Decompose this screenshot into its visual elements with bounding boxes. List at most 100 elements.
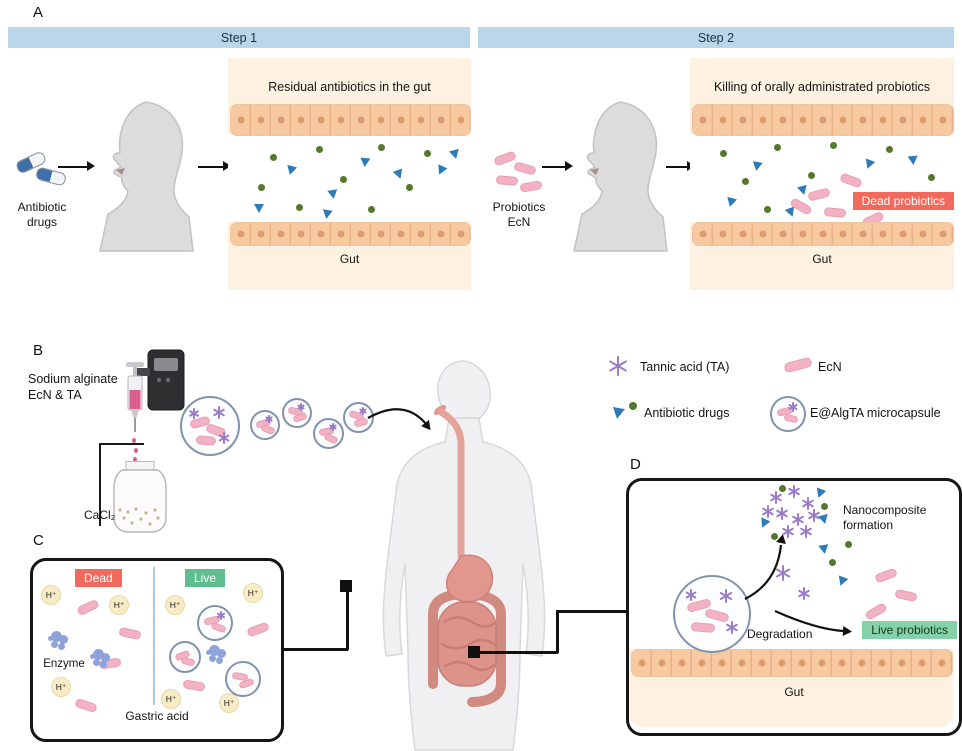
microcapsule-icon (197, 605, 233, 641)
ta-star-icon (218, 432, 230, 444)
ecn-rod-icon (182, 679, 206, 692)
antibiotic-triangle-icon (907, 155, 919, 166)
ta-star-icon (787, 485, 800, 498)
cacl2-jar-illustration (113, 461, 167, 533)
antibiotic-dot-icon (808, 172, 815, 179)
ecn-rod-icon (323, 432, 339, 445)
device-stand-line (99, 443, 144, 526)
antibiotic-dot-icon (845, 541, 852, 548)
ta-star-icon (188, 408, 199, 419)
ta-star-icon (216, 611, 225, 620)
hydrogen-ion-token: H⁺ (165, 595, 185, 615)
panel-d-connector-line (556, 610, 559, 653)
antibiotic-dot-icon (378, 144, 385, 151)
epithelium-cells (631, 649, 953, 677)
panel-a-label: A (33, 4, 44, 21)
antibiotic-triangle-icon (359, 157, 371, 168)
microcapsule-icon (770, 396, 806, 432)
antibiotic-dot-icon (296, 204, 303, 211)
divider-line (153, 567, 155, 705)
ta-star-icon (297, 403, 305, 411)
microcapsule-icon (180, 396, 240, 456)
nanocomposite-label: Nanocomposite formation (843, 503, 927, 532)
antibiotic-dot-icon (742, 178, 749, 185)
panel-d-label: D (630, 456, 641, 473)
antibiotic-triangle-icon (321, 209, 333, 220)
gut-title: Killing of orally administrated probioti… (713, 80, 931, 94)
antibiotic-dot-icon (270, 154, 277, 161)
flow-arrow (542, 160, 573, 173)
ecn-rod-icon (210, 621, 227, 634)
gastric-acid-panel: Dead Live H⁺ H⁺ H⁺ Enzyme H⁺ H⁺ H⁺ H⁺ (30, 558, 284, 742)
antibiotic-dot-icon (774, 144, 781, 151)
epithelium-cells (230, 104, 471, 136)
ta-star-icon (329, 423, 337, 431)
legend-label-ecn: EcN (818, 360, 842, 374)
degradation-label: Degradation (747, 627, 813, 641)
ecn-rod-icon (519, 180, 543, 193)
ecn-rod-icon (76, 598, 100, 617)
ecn-rod-icon (783, 356, 813, 374)
ta-star-icon (725, 621, 738, 634)
dead-probiotics-badge: Dead probiotics (852, 192, 954, 210)
epithelium-cells (230, 222, 471, 246)
intestine-release-panel: Gut Degradation Live probiotics Nanocomp… (626, 478, 962, 736)
ecn-rod-icon (246, 621, 270, 638)
ta-star-icon (769, 491, 782, 504)
hydrogen-ion-token: H⁺ (51, 677, 71, 697)
microcapsule-icon (313, 418, 344, 449)
hydrogen-ion-token: H⁺ (243, 583, 263, 603)
antibiotic-dot-icon (829, 559, 836, 566)
antibiotic-dot-icon (830, 142, 837, 149)
cacl2-label: CaCl₂ (84, 508, 116, 522)
ta-star-icon (788, 402, 798, 412)
ecn-rod-icon (493, 150, 517, 167)
ecn-rod-icon (118, 626, 142, 641)
ta-star-icon (791, 513, 804, 526)
panel-c-label: C (33, 532, 44, 549)
ecn-rod-icon (495, 175, 519, 186)
panel-d-connector-line (474, 651, 558, 654)
gut-label: Gut (784, 685, 804, 699)
gastric-acid-caption: Gastric acid (125, 709, 189, 723)
gut-label: Gut (339, 252, 360, 266)
person-head-illustration (99, 101, 194, 252)
ta-star-icon (775, 565, 791, 581)
antibiotic-triangle-icon (751, 161, 763, 172)
ta-star-icon (775, 507, 788, 520)
microcapsule-icon (673, 575, 751, 653)
gut-lumen (228, 134, 471, 222)
ta-star-icon (807, 509, 820, 522)
step1-header: Step 1 (8, 27, 470, 48)
microcapsule-icon (282, 398, 312, 428)
antibiotic-dot-icon (928, 174, 935, 181)
panel-b-label: B (33, 342, 44, 359)
ta-star-icon (781, 525, 794, 538)
antibiotic-dot-icon (424, 150, 431, 157)
hydrogen-ion-token: H⁺ (219, 693, 239, 713)
droplet-icon (133, 457, 137, 462)
enzyme-label: Enzyme (43, 658, 85, 670)
enzyme-blob-icon (93, 649, 104, 660)
probiotics-ecn-label: Probiotics EcN (492, 200, 546, 229)
live-badge: Live (185, 569, 226, 587)
antibiotic-triangle-icon (818, 544, 830, 555)
ta-star-icon (265, 415, 273, 423)
ecn-rod-icon (260, 423, 276, 436)
microcapsule-icon (169, 641, 201, 673)
ta-star-icon (799, 525, 812, 538)
human-body-illustration (382, 360, 546, 751)
flow-arrow (198, 160, 231, 173)
into-mouth-arrow (367, 408, 431, 431)
ecn-rod-icon (823, 207, 847, 218)
ta-star-icon (608, 356, 628, 376)
enzyme-blob-icon (209, 645, 220, 656)
antibiotic-drugs-label: Antibiotic drugs (17, 200, 67, 229)
ta-star-icon (801, 497, 814, 510)
panel-c-connector-line (278, 648, 348, 651)
ecn-rod-icon (98, 657, 122, 670)
antibiotic-dot-icon (368, 206, 375, 213)
step2-header: Step 2 (478, 27, 954, 48)
legend-label-antibiotic-drugs: Antibiotic drugs (644, 406, 730, 420)
